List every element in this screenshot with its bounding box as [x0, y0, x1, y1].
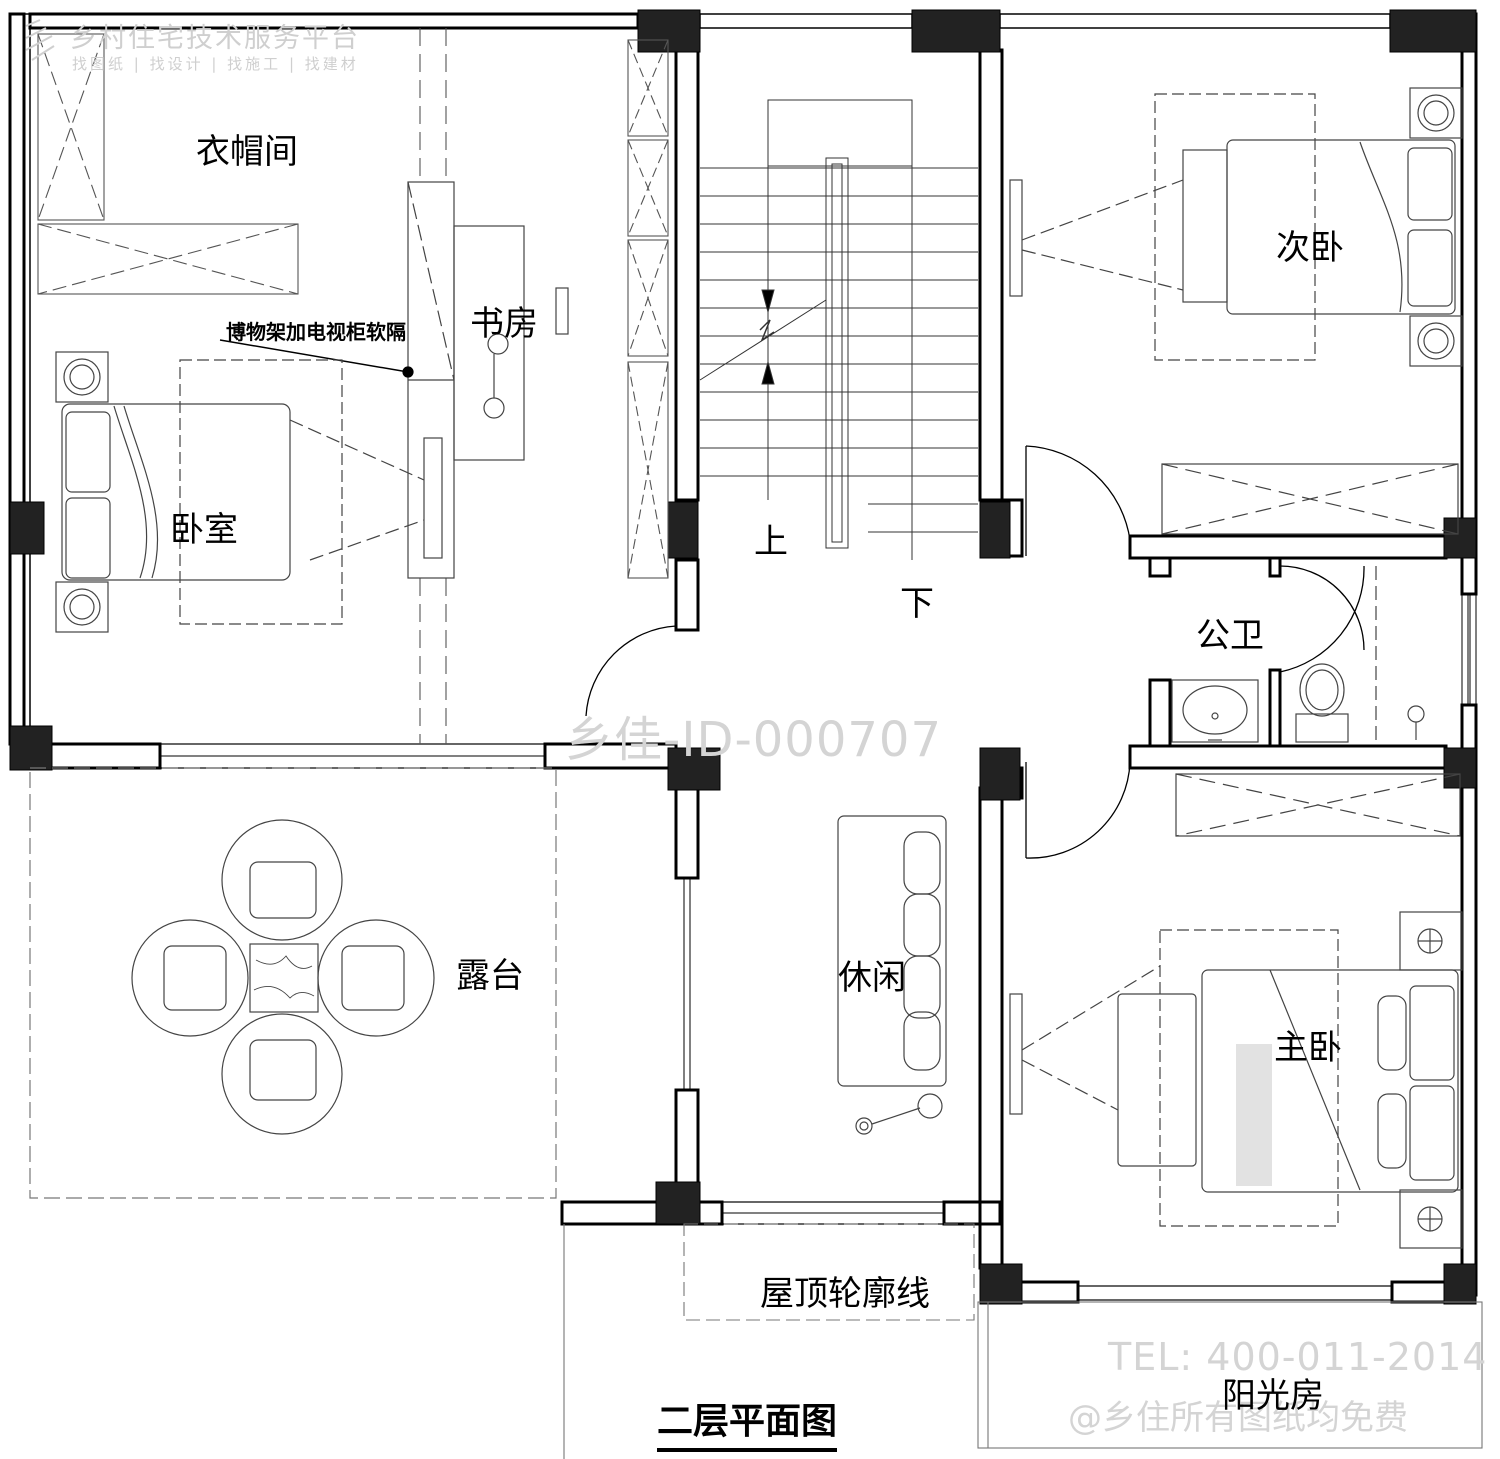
room-label-bedroom: 卧室	[170, 510, 238, 550]
roof-outline-label: 屋顶轮廓线	[760, 1274, 930, 1314]
room-label-cloakroom: 衣帽间	[196, 132, 298, 172]
room-label-second-bedroom: 次卧	[1276, 228, 1344, 268]
room-label-public-bathroom: 公卫	[1196, 616, 1264, 656]
staircase	[699, 99, 978, 560]
left-bed	[55, 351, 425, 633]
platform-name: 乡村住宅技术服务平台	[70, 23, 360, 54]
platform-watermark: 乡村住宅技术服务平台 找图纸 | 找设计 | 找施工 | 找建材	[22, 12, 392, 74]
lounge-furniture	[837, 815, 947, 1135]
second-bedroom-furniture	[1009, 87, 1463, 535]
partition-note: 博物架加电视柜软隔	[226, 320, 406, 344]
roof-outline-lines	[563, 1223, 1483, 1459]
platform-tagline: 找图纸 | 找设计 | 找施工 | 找建材	[72, 55, 359, 73]
room-label-master-bedroom: 主卧	[1274, 1028, 1342, 1068]
room-label-lounge: 休闲	[838, 958, 906, 998]
design-id-watermark: 乡佳-ID-000707	[565, 712, 942, 768]
tel-watermark: TEL: 400-011-2014	[1108, 1335, 1488, 1379]
stair-up-label: 上	[754, 522, 788, 562]
platform-logo-icon	[25, 19, 55, 61]
free-note-watermark: @乡住所有图纸均免费	[1068, 1398, 1408, 1438]
stair-down-label: 下	[900, 584, 934, 624]
room-label-study: 书房	[470, 304, 538, 344]
columns	[9, 9, 1477, 1305]
doors	[585, 445, 1365, 859]
room-label-terrace: 露台	[456, 956, 524, 996]
study-furniture	[407, 181, 569, 579]
terrace-furniture	[29, 767, 557, 1199]
plan-title: 二层平面图	[657, 1392, 838, 1452]
bathroom-fixtures	[1171, 566, 1425, 744]
master-bedroom-furniture	[1009, 773, 1463, 1249]
cloakroom-wardrobes	[37, 28, 669, 744]
room-label-sunroom: 阳光房	[1222, 1376, 1324, 1416]
